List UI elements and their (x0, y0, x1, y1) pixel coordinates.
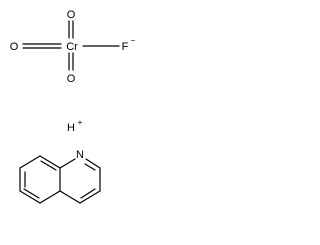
oxygen-top-label: O (67, 9, 76, 21)
chromium-label: Cr (66, 41, 78, 53)
ring-bond-c4a-c5 (39, 190, 61, 204)
benzo-inner-double-1 (40, 160, 57, 171)
structure-diagram: O O Cr O F − H + (0, 0, 146, 245)
ring-bond-n1-c2 (85, 158, 101, 169)
oxygen-left-label: O (10, 41, 19, 53)
fluorine-label: F (122, 41, 129, 53)
chemical-structure: O O Cr O F − H + (10, 9, 136, 204)
oxygen-bottom-label: O (67, 73, 76, 85)
ring-bond-c4-c4a (59, 190, 81, 204)
ring-bond-c8-c8a (39, 155, 61, 169)
ring-bond-c5-c6 (19, 190, 41, 204)
fluorine-charge-label: − (131, 36, 136, 45)
ring-bond-c3-c4 (79, 190, 101, 204)
ring-bond-c8a-n1 (59, 158, 76, 169)
ring-bond-c7-c8 (19, 155, 41, 169)
hydrogen-charge-label: + (78, 118, 83, 127)
fluorochromate-anion: O O Cr O F − (10, 9, 136, 85)
pyridine-inner-double-2 (80, 188, 96, 199)
quinoline: N (19, 149, 101, 204)
pyridine-inner-double-1 (84, 163, 96, 171)
proton: H + (67, 118, 83, 134)
benzo-inner-double-2 (23, 188, 40, 199)
hydrogen-label: H (67, 122, 75, 134)
nitrogen-label: N (76, 149, 84, 161)
